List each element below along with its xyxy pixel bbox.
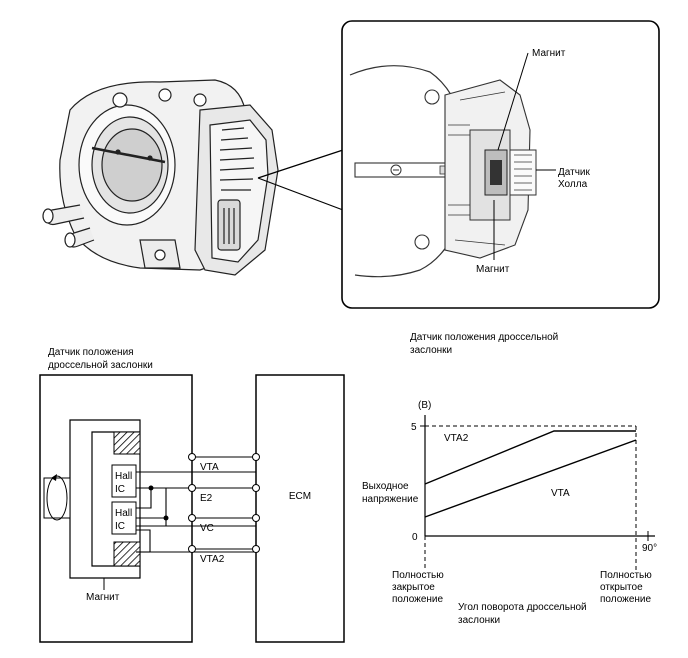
magnet-top-leader xyxy=(497,52,529,151)
graph-title-line2: заслонки xyxy=(410,345,452,356)
hall-ic-bottom-line1: Hall xyxy=(115,508,132,519)
graph-left-label-line2: закрытое xyxy=(392,582,435,593)
graph-right-label-line3: положение xyxy=(600,594,652,605)
circuit-diagram: Датчик положения дроссельной заслонки EC… xyxy=(39,347,345,643)
graph-left-label-line3: положение xyxy=(392,594,444,605)
terminal-label-vta: VTA xyxy=(200,462,219,473)
hall-ic-top-line2: IC xyxy=(115,484,125,495)
callout-magnet-top-label: Магнит xyxy=(532,48,566,59)
graph-x-tick-90: 90° xyxy=(642,543,657,554)
hall-ic-bottom xyxy=(111,501,137,535)
circuit-magnet-label: Магнит xyxy=(86,592,120,603)
graph-title-line1: Датчик положения дроссельной xyxy=(410,332,558,343)
hall-ic-bottom-line2: IC xyxy=(115,521,125,532)
graph-xlabel-line2: заслонки xyxy=(458,615,500,626)
graph-unit-label: (B) xyxy=(418,400,431,411)
graph-ylabel-line1: Выходное xyxy=(362,481,409,492)
graph-ylabel-line2: напряжение xyxy=(362,494,419,505)
hall-ic-top xyxy=(111,464,137,498)
rotation-arrow xyxy=(46,475,68,521)
graph-y-tick-0: 0 xyxy=(412,532,418,543)
graph-right-label-line2: открытое xyxy=(600,582,643,593)
circuit-title-line1: Датчик положения xyxy=(48,347,134,358)
terminal-wires xyxy=(195,456,253,550)
rotor-shaft xyxy=(43,477,71,519)
zoom-callout: Магнит Датчик Холла Магнит xyxy=(341,20,660,309)
terminal-label-e2: E2 xyxy=(200,493,213,504)
ecm-label: ECM xyxy=(289,491,311,502)
series-line-vta xyxy=(424,439,637,518)
ecm-box xyxy=(255,374,345,643)
graph-xlabel-line1: Угол поворота дроссельной xyxy=(458,602,587,613)
terminal-label-vta2: VTA2 xyxy=(200,554,225,565)
output-graph: Датчик положения дроссельной заслонки (B… xyxy=(362,332,657,626)
series-label-vta: VTA xyxy=(551,488,570,499)
terminal-label-vc: VC xyxy=(200,523,214,534)
graph-y-tick-5: 5 xyxy=(411,422,417,433)
callout-hall-sensor-label-1: Датчик xyxy=(558,167,590,178)
circuit-title-line2: дроссельной заслонки xyxy=(48,360,153,371)
callout-magnet-bottom-label: Магнит xyxy=(476,264,510,275)
graph-right-label-line1: Полностью xyxy=(600,570,652,581)
throttle-body-illustration xyxy=(42,79,279,276)
callout-leader-top xyxy=(257,149,344,179)
magnet-top-block xyxy=(113,431,141,455)
series-label-vta2: VTA2 xyxy=(444,433,469,444)
series-line-vta2 xyxy=(424,430,636,485)
graph-left-label-line1: Полностью xyxy=(392,570,444,581)
hall-ic-top-line1: Hall xyxy=(115,471,132,482)
magnet-bottom-block xyxy=(113,541,141,567)
callout-hall-sensor-label-2: Холла xyxy=(558,179,588,190)
callout-leader-bottom xyxy=(257,177,344,211)
